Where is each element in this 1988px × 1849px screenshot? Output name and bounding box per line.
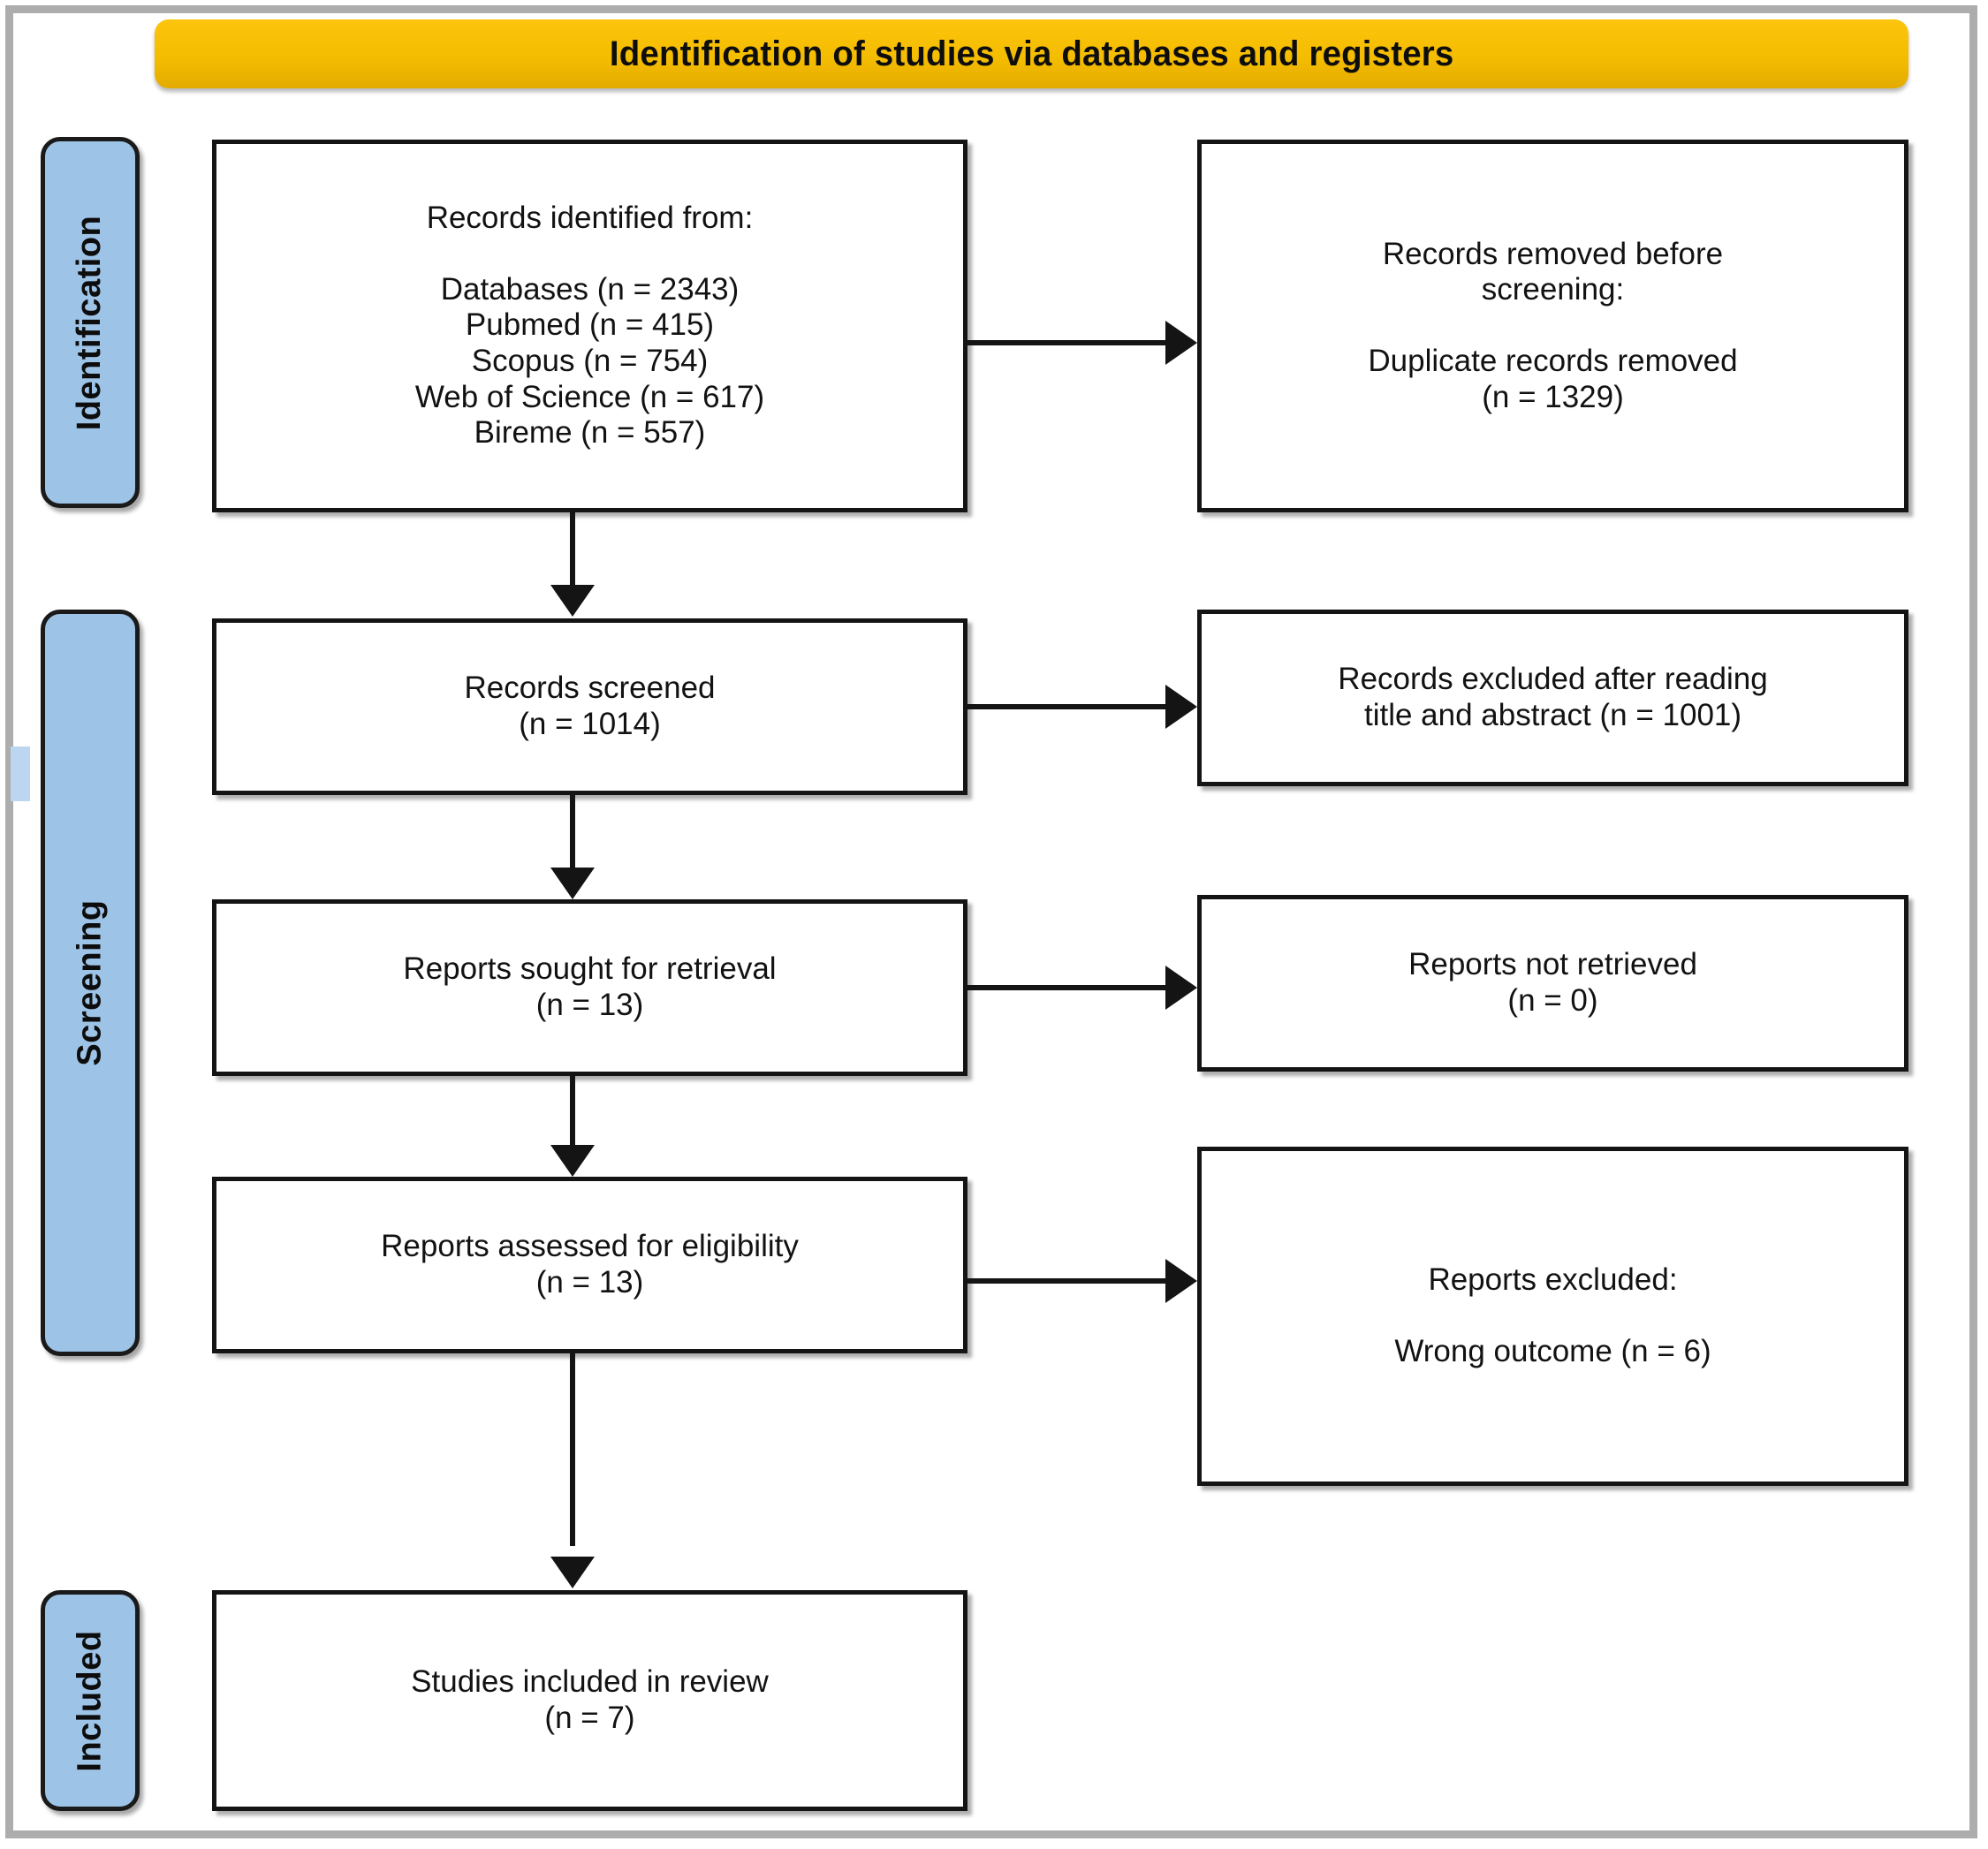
arrowhead-eligibility-to-included [550,1557,595,1588]
records-removed-heading: Records removed before screening: [1382,236,1724,307]
box-records-identified: Records identified from: Databases (n = … [212,140,967,512]
connector-eligibility-to-excluded [967,1278,1167,1284]
box-records-excluded-title-abstract: Records excluded after reading title and… [1197,610,1908,786]
connector-sought-to-not-retrieved [967,985,1167,990]
connector-sought-to-eligibility [570,1076,575,1151]
connector-identified-to-screened [570,512,575,587]
records-identified-heading: Records identified from: [426,201,754,236]
reports-eligibility-text: Reports assessed for eligibility (n = 13… [381,1229,799,1300]
blue-fragment-artifact [11,746,30,801]
arrowhead-identified-to-screened [550,585,595,617]
reports-excluded-detail: Wrong outcome (n = 6) [1394,1334,1711,1368]
connector-identified-to-removed [967,340,1167,345]
records-screened-text: Records screened (n = 1014) [464,671,716,741]
arrowhead-screened-to-excluded [1165,685,1197,729]
arrowhead-sought-to-not-retrieved [1165,966,1197,1010]
box-reports-assessed-eligibility: Reports assessed for eligibility (n = 13… [212,1177,967,1353]
box-reports-excluded: Reports excluded: Wrong outcome (n = 6) [1197,1147,1908,1486]
box-studies-included: Studies included in review (n = 7) [212,1590,967,1811]
records-removed-detail: Duplicate records removed (n = 1329) [1368,344,1738,414]
arrowhead-eligibility-to-excluded [1165,1259,1197,1303]
connector-eligibility-to-included [570,1353,575,1546]
page-title: Identification of studies via databases … [609,34,1454,73]
studies-included-text: Studies included in review (n = 7) [411,1664,769,1735]
stage-pill-identification: Identification [41,137,140,508]
records-excluded-text: Records excluded after reading title and… [1338,662,1768,732]
box-reports-sought: Reports sought for retrieval (n = 13) [212,899,967,1076]
box-records-screened: Records screened (n = 1014) [212,618,967,795]
arrowhead-sought-to-eligibility [550,1145,595,1177]
connector-screened-to-sought [570,795,575,870]
connector-screened-to-excluded [967,704,1167,709]
box-reports-not-retrieved: Reports not retrieved (n = 0) [1197,895,1908,1072]
box-records-removed: Records removed before screening: Duplic… [1197,140,1908,512]
reports-excluded-heading: Reports excluded: [1428,1262,1678,1298]
stage-label-identification: Identification [71,215,109,430]
diagram-header-banner: Identification of studies via databases … [155,19,1908,88]
reports-not-retrieved-text: Reports not retrieved (n = 0) [1408,947,1697,1018]
arrowhead-identified-to-removed [1165,321,1197,365]
stage-pill-screening: Screening [41,610,140,1356]
stage-pill-included: Included [41,1590,140,1811]
records-identified-sources: Databases (n = 2343) Pubmed (n = 415) Sc… [414,271,765,451]
arrowhead-screened-to-sought [550,868,595,899]
stage-label-screening: Screening [71,899,109,1066]
stage-label-included: Included [71,1629,109,1772]
reports-sought-text: Reports sought for retrieval (n = 13) [403,951,777,1022]
